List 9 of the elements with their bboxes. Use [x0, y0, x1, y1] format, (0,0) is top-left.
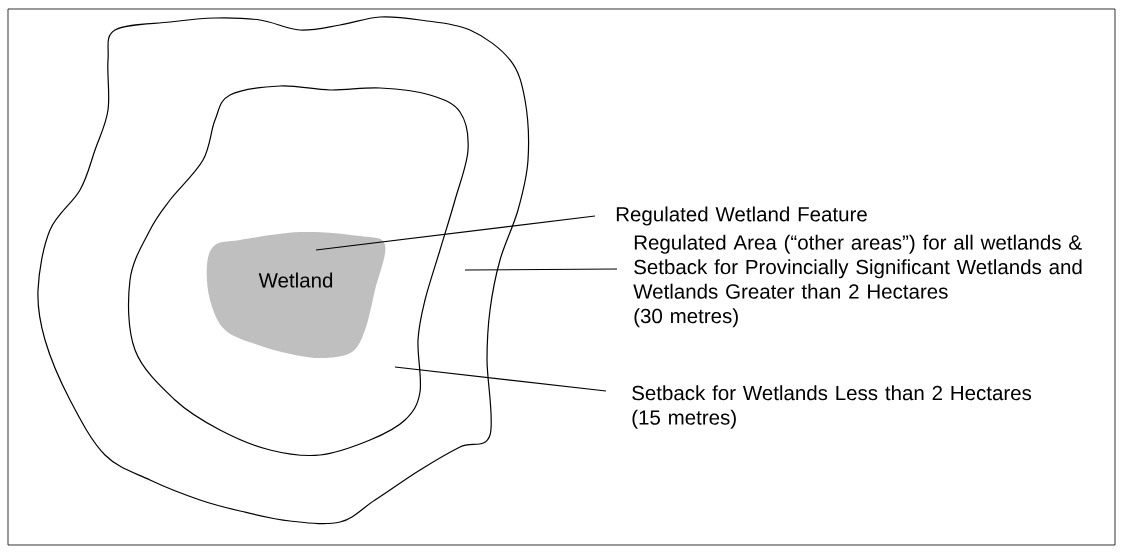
leader-line [464, 268, 618, 271]
leader-line [315, 215, 596, 251]
callout-text: Setback for Wetlands Less than 2 Hectares (15 metres) [632, 385, 1032, 429]
callout-text: Regulated Wetland Feature [616, 206, 867, 226]
wetland-area: Wetland [206, 231, 386, 359]
callout-text: Regulated Area (“other areas”) for all wetlands & Setback for Provincially Significant Wetlands and Wetlands Greater than 2 Hectares (30 metres) [633, 234, 1082, 328]
boundary-outline [127, 85, 469, 457]
boundary-outline [37, 16, 530, 525]
leader-line [394, 366, 607, 392]
